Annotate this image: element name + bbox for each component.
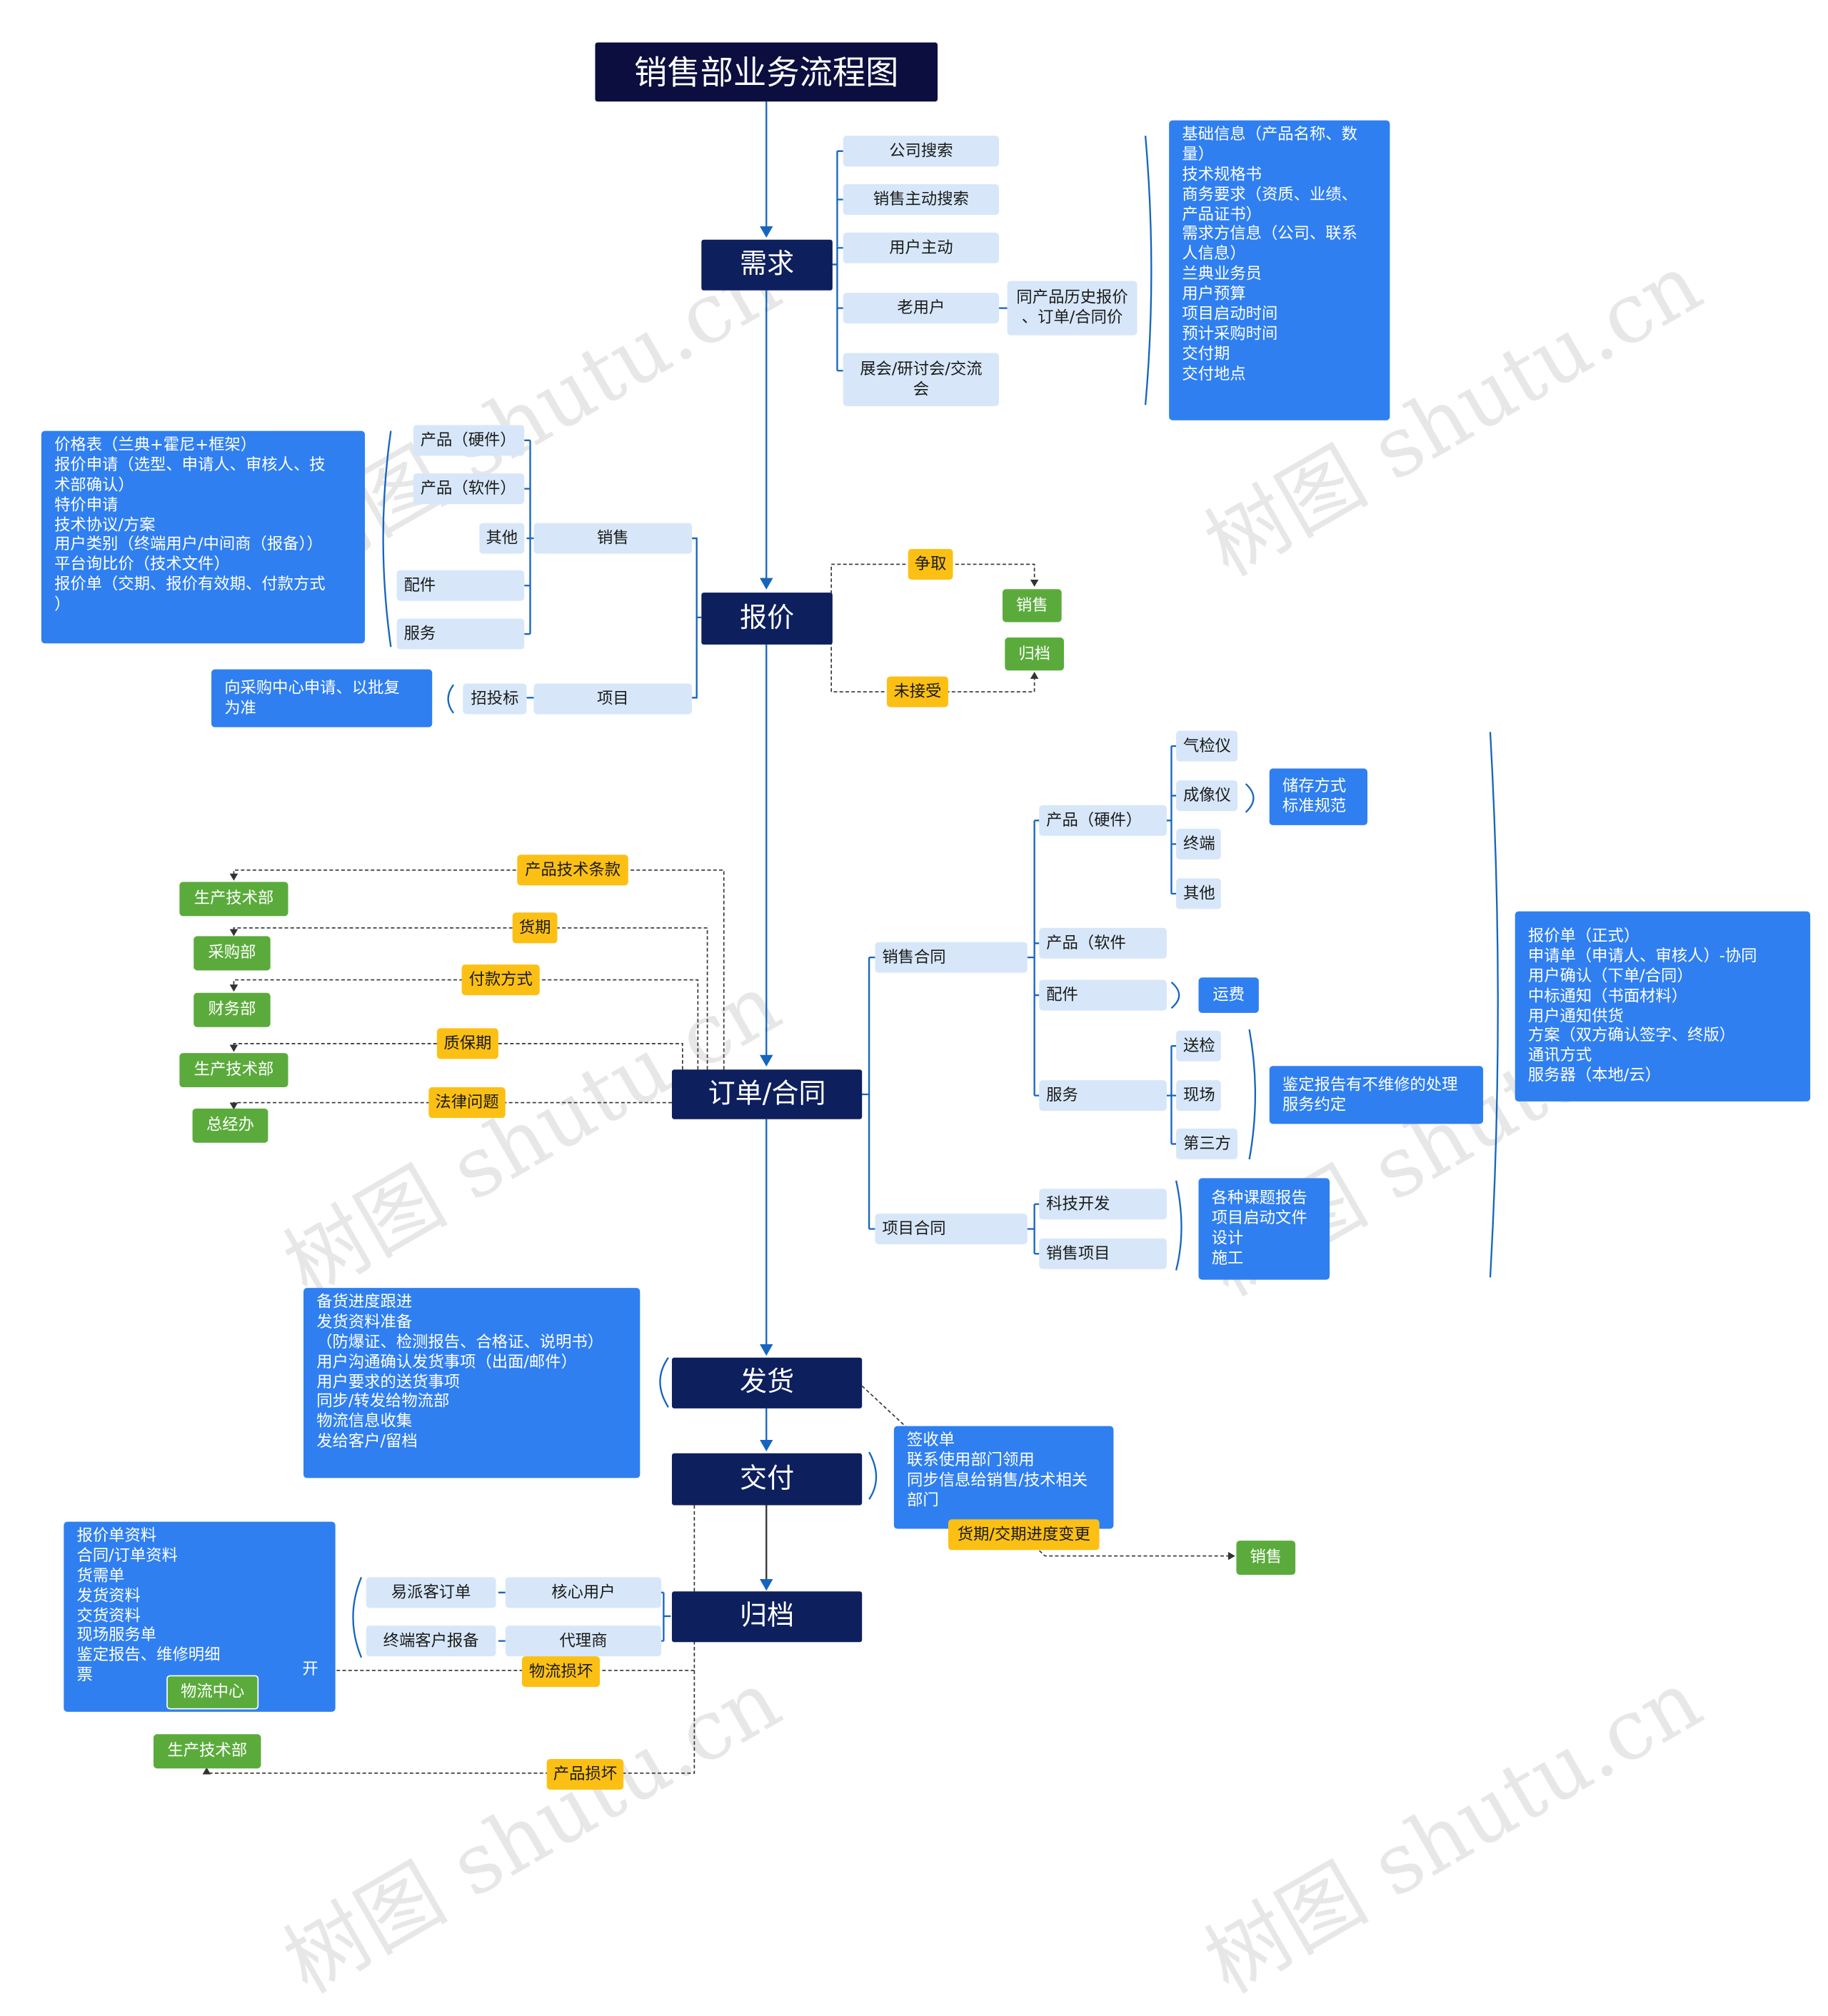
quote-sales[interactable]: 销售 [533,523,693,554]
order-hw-item[interactable]: 终端 [1176,828,1221,860]
quote-to-archive[interactable]: 归档 [1005,637,1064,671]
archive-logistics-center[interactable]: 物流中心 [166,1675,259,1710]
order-service[interactable]: 服务 [1039,1080,1167,1112]
page-title: 销售部业务流程图 [595,42,938,102]
deliver-to-sales[interactable]: 销售 [1236,1541,1296,1576]
dept-node[interactable]: 采购部 [194,936,271,971]
order-hw-item[interactable]: 其他 [1176,878,1221,909]
quote-bid-detail[interactable]: 向采购中心申请、以批复为准 [211,669,433,727]
demand-source[interactable]: 老用户 [843,293,1000,324]
order-imager-detail[interactable]: 储存方式标准规范 [1269,768,1367,825]
order-sales-contract[interactable]: 销售合同 [875,942,1028,973]
order-sales-project[interactable]: 销售项目 [1039,1238,1167,1269]
demand-source[interactable]: 用户主动 [843,232,1000,263]
demand-info-box[interactable]: 基础信息（产品名称、数量）技术规格书 商务要求（资质、业绩、产品证书）需求方信息… [1169,120,1390,420]
demand-source[interactable]: 公司搜索 [843,136,1000,167]
quote-item[interactable]: 产品（硬件） [413,425,525,456]
step-ship[interactable]: 发货 [671,1357,863,1408]
order-link-label[interactable]: 法律问题 [428,1087,506,1119]
quote-win-label[interactable]: 争取 [908,548,953,580]
order-software[interactable]: 产品（软件 [1039,927,1167,959]
quote-to-sales[interactable]: 销售 [1002,589,1062,623]
ship-detail[interactable]: 备货进度跟进发货资料准备（防爆证、检测报告、合格证、说明书） 用户沟通确认发货事… [303,1288,641,1478]
step-order[interactable]: 订单/合同 [671,1069,863,1119]
quote-reject-label[interactable]: 未接受 [886,676,948,707]
deliver-detail[interactable]: 签收单联系使用部门领用 同步信息给销售/技术相关部门 [893,1426,1114,1529]
demand-source[interactable]: 销售主动搜索 [843,183,1000,215]
flowchart-canvas: 树图 shutu.cn 树图 shutu.cn 树图 shutu.cn 树图 s… [41,42,1811,2012]
order-service-item[interactable]: 第三方 [1176,1128,1238,1159]
order-hardware[interactable]: 产品（硬件） [1039,805,1167,836]
quote-item[interactable]: 服务 [396,618,525,650]
order-link-label[interactable]: 货期 [512,912,558,944]
step-deliver[interactable]: 交付 [671,1453,863,1506]
order-hw-item[interactable]: 成像仪 [1176,780,1238,812]
order-parts[interactable]: 配件 [1039,979,1167,1011]
quote-project[interactable]: 项目 [533,683,693,715]
dept-node[interactable]: 生产技术部 [179,882,288,917]
quote-sales-detail[interactable]: 价格表（兰典+霍尼+框架）报价申请（选型、申请人、审核人、技术部确认） 特价申请… [41,430,365,644]
dept-node[interactable]: 生产技术部 [179,1053,288,1088]
dept-node[interactable]: 财务部 [194,992,271,1027]
archive-item[interactable]: 核心用户 [505,1577,662,1608]
quote-item[interactable]: 配件 [396,570,525,601]
demand-source[interactable]: 展会/研讨会/交流 会 [843,353,1000,406]
archive-tech-dept[interactable]: 生产技术部 [153,1734,261,1769]
order-project-detail[interactable]: 各种课题报告项目启动文件 设计施工 [1198,1178,1330,1280]
order-service-detail[interactable]: 鉴定报告有不维修的处理服务约定 [1269,1066,1484,1124]
order-project-contract[interactable]: 项目合同 [875,1214,1028,1244]
archive-item[interactable]: 易派客订单 [366,1577,496,1608]
archive-item[interactable]: 代理商 [505,1626,662,1657]
order-contract-docs[interactable]: 报价单（正式）申请单（申请人、审核人）-协同 用户确认（下单/合同）中标通知（书… [1515,911,1811,1102]
order-hw-item[interactable]: 气检仪 [1176,730,1238,762]
quote-bid[interactable]: 招投标 [463,683,527,715]
old-user-detail[interactable]: 同产品历史报价 、订单/合同价 [1007,281,1138,336]
order-tech-dev[interactable]: 科技开发 [1039,1189,1167,1220]
archive-product-damage[interactable]: 产品损坏 [546,1759,624,1790]
quote-item[interactable]: 产品（软件） [413,473,525,505]
order-link-label[interactable]: 付款方式 [461,964,540,996]
order-link-label[interactable]: 质保期 [436,1028,498,1059]
order-link-label[interactable]: 产品技术条款 [517,855,628,886]
step-quote[interactable]: 报价 [701,593,833,645]
order-service-item[interactable]: 送检 [1176,1030,1221,1062]
order-service-item[interactable]: 现场 [1176,1080,1221,1112]
archive-logistics-damage[interactable]: 物流损坏 [521,1656,601,1688]
step-demand[interactable]: 需求 [701,239,833,291]
dept-node[interactable]: 总经办 [192,1108,268,1143]
order-freight[interactable]: 运费 [1198,977,1259,1013]
quote-item[interactable]: 其他 [479,523,525,554]
archive-docs-extra: 开 [302,1660,318,1679]
deliver-change-label[interactable]: 货期/交期进度变更 [948,1519,1100,1551]
step-archive[interactable]: 归档 [671,1591,863,1643]
archive-item[interactable]: 终端客户报备 [366,1626,496,1657]
